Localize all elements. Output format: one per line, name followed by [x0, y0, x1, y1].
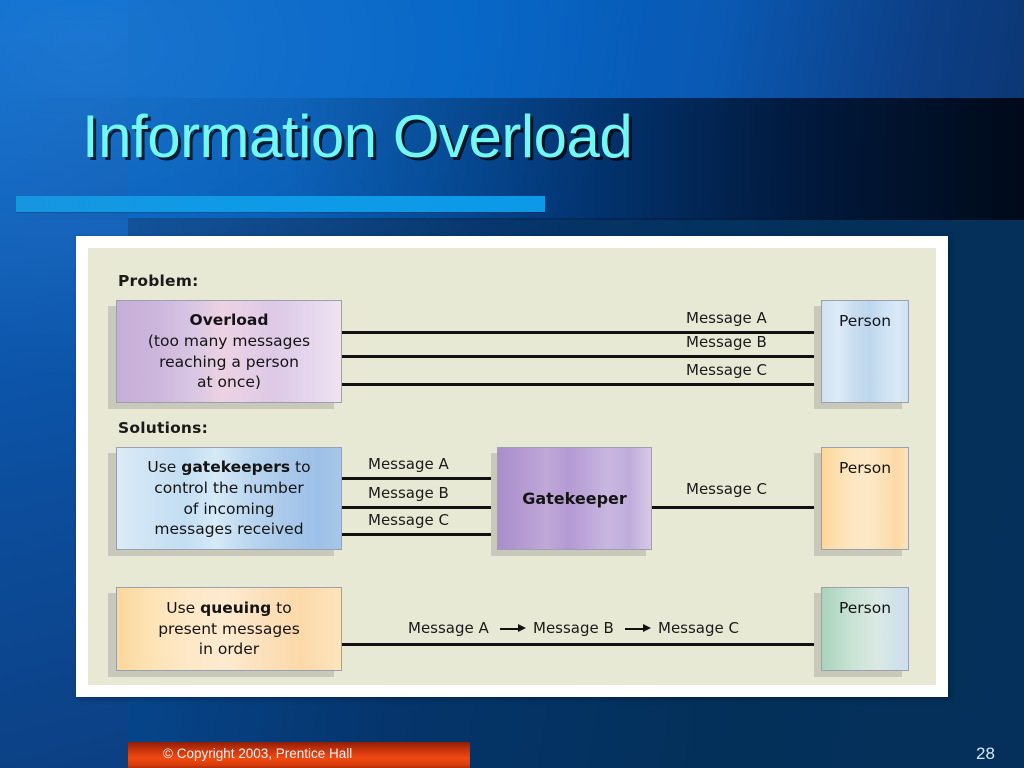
overload-box: Overload (too many messages reaching a p… — [116, 300, 342, 403]
overload-box-line3: at once) — [197, 373, 261, 392]
gatekeeper-in-line-c — [342, 533, 493, 536]
problem-message-c-label: Message C — [686, 361, 767, 379]
person-box-problem: Person — [821, 300, 909, 403]
overload-box-title: Overload — [189, 311, 269, 330]
problem-message-a-label: Message A — [686, 309, 767, 327]
gatekeeper-description-box: Use gatekeepers to control the number of… — [116, 447, 342, 550]
gatekeeper-desc-strong: gatekeepers — [181, 458, 291, 477]
problem-arrow-line-c — [342, 383, 818, 386]
gatekeeper-desc-line1: Use gatekeepers to — [147, 457, 310, 478]
queue-connector-arrow-1-icon — [518, 624, 526, 632]
problem-message-b-label: Message B — [686, 333, 767, 351]
person-box-problem-label: Person — [838, 312, 892, 330]
problem-section-label: Problem: — [118, 272, 199, 290]
queue-connector-line-1 — [500, 628, 520, 630]
page-number: 28 — [976, 744, 995, 763]
queuing-desc-strong: queuing — [200, 599, 272, 618]
gatekeeper-in-line-b — [342, 506, 493, 509]
title-accent-bar — [16, 196, 545, 212]
gatekeeper-out-line — [652, 506, 818, 509]
diagram-panel: Problem: Overload (too many messages rea… — [88, 248, 936, 685]
queue-message-c-label: Message C — [658, 619, 739, 637]
footer-bar — [128, 742, 470, 768]
gatekeeper-desc-suffix: to — [290, 458, 311, 477]
person-box-queuing-label: Person — [838, 599, 892, 617]
person-box-gatekeeper: Person — [821, 447, 909, 550]
page-title: Information Overload — [82, 103, 633, 170]
gatekeeper-in-message-a-label: Message A — [368, 455, 449, 473]
gatekeeper-desc-prefix: Use — [147, 458, 182, 477]
gatekeeper-desc-line2: control the number — [154, 478, 304, 497]
gatekeeper-out-message-label: Message C — [686, 480, 767, 498]
queuing-desc-line3: in order — [198, 640, 260, 659]
queue-connector-arrow-2-icon — [643, 624, 651, 632]
person-box-gatekeeper-label: Person — [838, 459, 892, 477]
problem-arrow-line-b — [342, 355, 818, 358]
gatekeeper-in-message-c-label: Message C — [368, 511, 449, 529]
overload-box-line2: reaching a person — [159, 352, 299, 371]
queue-message-b-label: Message B — [533, 619, 614, 637]
gatekeeper-desc-line3: of incoming — [183, 499, 275, 518]
gatekeeper-in-message-b-label: Message B — [368, 484, 449, 502]
queue-connector-line-2 — [625, 628, 645, 630]
copyright-text: © Copyright 2003, Prentice Hall — [163, 746, 353, 761]
gatekeeper-in-line-a — [342, 477, 493, 480]
problem-arrow-line-a — [342, 331, 818, 334]
queuing-desc-line2: present messages — [158, 619, 300, 638]
queuing-desc-prefix: Use — [166, 599, 201, 618]
queue-message-a-label: Message A — [408, 619, 489, 637]
queuing-description-box: Use queuing to present messages in order — [116, 587, 342, 671]
queuing-desc-line1: Use queuing to — [158, 598, 300, 619]
solutions-section-label: Solutions: — [118, 419, 208, 437]
queuing-arrow-line — [342, 643, 818, 646]
overload-box-line1: (too many messages — [147, 331, 311, 350]
gatekeeper-desc-line4: messages received — [154, 520, 304, 539]
person-box-queuing: Person — [821, 587, 909, 671]
gatekeeper-box-label: Gatekeeper — [522, 488, 627, 508]
diagram-panel-frame: Problem: Overload (too many messages rea… — [76, 236, 948, 697]
gatekeeper-box: Gatekeeper — [497, 447, 652, 550]
queuing-desc-suffix: to — [271, 599, 292, 618]
